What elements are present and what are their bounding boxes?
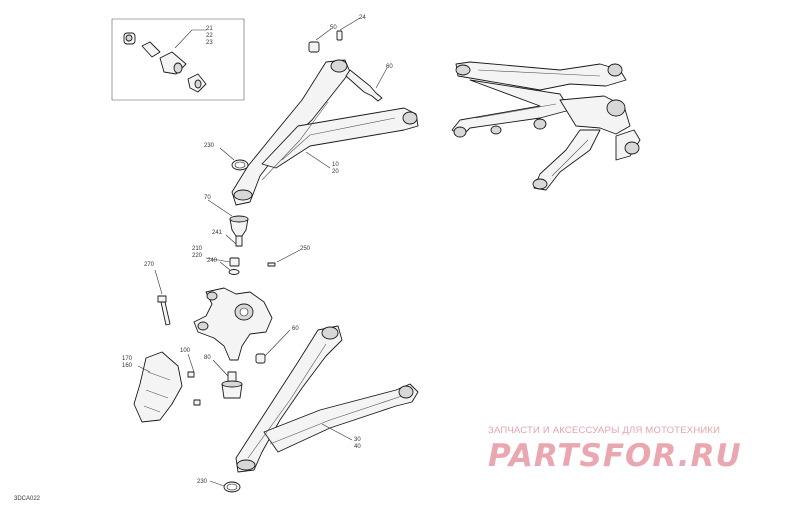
callout-22: 22 xyxy=(206,33,213,39)
circlip-lower xyxy=(223,481,241,493)
callout-160: 160 xyxy=(122,363,133,369)
lower-nut xyxy=(255,353,266,364)
watermark-tagline: ЗАПЧАСТИ И АКСЕССУАРЫ ДЛЯ МОТОТЕХНИКИ xyxy=(488,425,721,436)
callout-60-lower: 60 xyxy=(292,326,299,332)
guard-plate xyxy=(133,351,183,423)
knuckle-washer xyxy=(228,269,240,275)
callout-170: 170 xyxy=(122,356,133,362)
callout-60-upper: 60 xyxy=(386,64,393,70)
watermark-logo: PARTSFOR.RU xyxy=(488,438,742,474)
guard-bolts xyxy=(187,371,201,406)
callout-23: 23 xyxy=(206,40,213,46)
upper-ball-joint xyxy=(229,215,249,247)
frame-overview xyxy=(451,61,641,191)
sleeve-part xyxy=(141,41,161,58)
callout-24: 24 xyxy=(359,15,366,21)
circlip-upper xyxy=(231,159,249,171)
bushing-part xyxy=(123,32,136,45)
callout-241: 241 xyxy=(212,230,223,236)
bushing-collar-part xyxy=(159,51,187,75)
callout-230-lower: 230 xyxy=(197,479,208,485)
castle-nut xyxy=(229,257,240,267)
upper-bolt xyxy=(345,69,383,102)
upper-a-arm xyxy=(231,59,419,206)
callout-80: 80 xyxy=(204,355,211,361)
steering-knuckle xyxy=(193,287,273,361)
callout-70: 70 xyxy=(204,195,211,201)
lower-ball-joint xyxy=(221,371,243,399)
knuckle-bolt xyxy=(157,295,171,326)
callout-230-upper: 230 xyxy=(204,143,215,149)
callout-220: 220 xyxy=(192,253,203,259)
callout-50: 50 xyxy=(330,25,337,31)
callout-20: 20 xyxy=(332,169,339,175)
callout-10: 10 xyxy=(332,162,339,168)
callout-21: 21 xyxy=(206,26,213,32)
callout-270: 270 xyxy=(144,262,155,268)
callout-100: 100 xyxy=(180,348,191,354)
bushing-inset: 21 22 23 xyxy=(111,18,245,101)
diagram-id-label: 3DCA022 xyxy=(14,496,41,502)
upper-nut xyxy=(308,41,320,53)
callout-210: 210 xyxy=(192,246,203,252)
callout-30: 30 xyxy=(354,437,361,443)
washer-part xyxy=(187,73,207,93)
small-pin xyxy=(267,262,276,267)
lower-a-arm xyxy=(235,325,419,473)
callout-40: 40 xyxy=(354,444,361,450)
callout-250: 250 xyxy=(300,246,311,252)
upper-cotter-pin xyxy=(336,30,343,41)
callout-240: 240 xyxy=(207,258,218,264)
